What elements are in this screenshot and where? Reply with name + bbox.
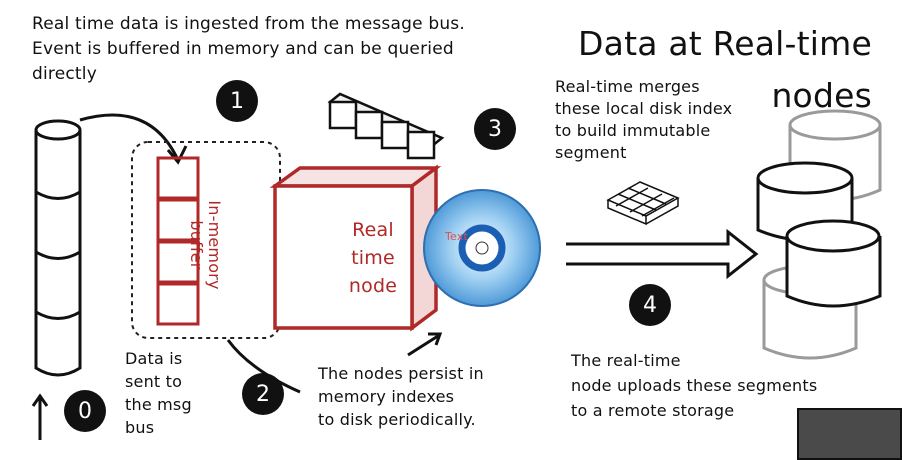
buffer-label: In-memory buffer [187,200,224,290]
step-0-badge: 0 [64,390,106,432]
page-title: Data at Real-time nodes [578,24,872,115]
step-4-badge: 4 [629,284,671,326]
disk-icon [423,189,541,307]
ingest-arrow-head [166,145,188,165]
persist-arrow-head [428,332,443,346]
persist-arrow [407,334,439,357]
segment-blocks-row [327,92,445,160]
buffer-slots [156,156,200,326]
buffer-slot [156,240,200,284]
realtime-node-label: Real time node [348,219,398,297]
step-2-badge: 2 [242,373,284,415]
upload-arrow [566,228,759,280]
buffer-slot [156,282,200,326]
sent-description: Data is sent to the msg bus [125,349,192,437]
merge-description: Real-time merges these local disk index … [555,77,733,162]
step-3-badge: 3 [474,108,516,150]
remote-storage [756,109,882,360]
step-1-badge: 1 [216,80,258,122]
buffer-slot [156,198,200,242]
disk-label: Text [445,230,469,243]
intro-text: Real time data is ingested from the mess… [32,14,465,84]
buffer-slot [156,156,200,200]
dark-overlay-box [797,408,902,460]
in-memory-buffer-outline [131,141,281,339]
message-bus-cylinder [34,119,82,377]
persist-description: The nodes persist in memory indexes to d… [318,364,484,429]
upload-description: The real-time node uploads these segment… [571,351,818,420]
step2-curve [226,339,301,394]
immutable-segment-grid [606,181,680,226]
ingest-arrow [79,113,180,161]
up-arrow-head [31,393,49,407]
